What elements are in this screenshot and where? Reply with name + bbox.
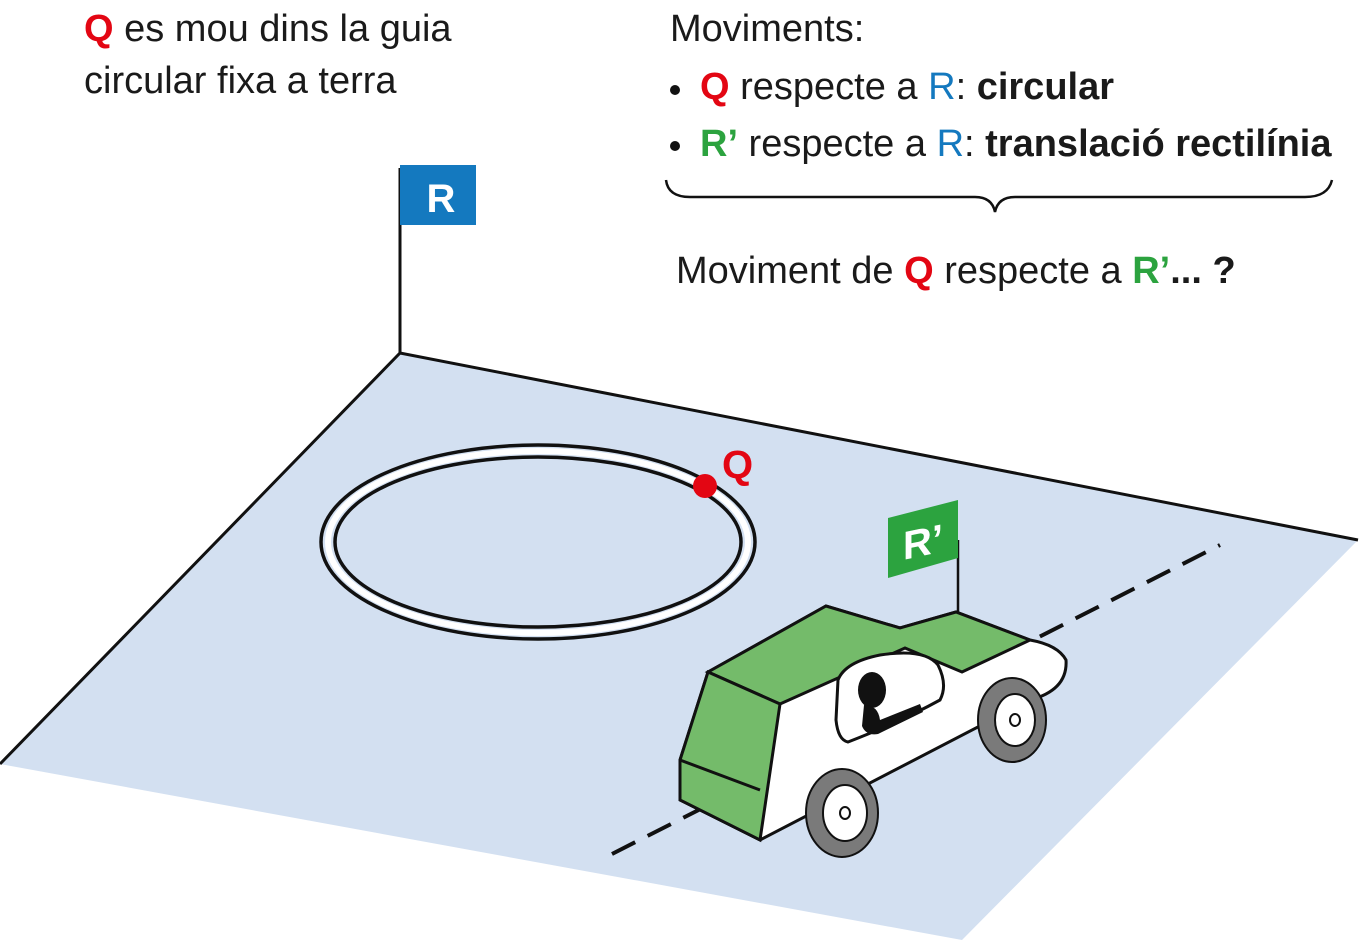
- bullet1-kind: circular: [976, 66, 1115, 108]
- rprime-flag: [888, 500, 958, 578]
- point-q: [693, 474, 717, 498]
- intro-line-2: circular fixa a terra: [84, 60, 397, 102]
- bullet2-rprime: R’: [700, 123, 738, 165]
- circular-guide: [319, 443, 757, 641]
- question: Moviment de Q respecte a R’... ?: [676, 248, 1236, 294]
- bullet-dot-1: [670, 85, 680, 95]
- ground-plane: [0, 353, 1358, 940]
- intro-line-1-text: es mou dins la guia: [113, 8, 452, 50]
- question-rprime: R’: [1132, 250, 1171, 292]
- question-post: ... ?: [1170, 250, 1236, 292]
- car-roof: [704, 604, 1034, 706]
- question-pre: Moviment de: [676, 250, 905, 292]
- moves-bullet-1: Q respecte a R: circular: [700, 64, 1114, 110]
- intro-line-1: Q es mou dins la guia: [84, 6, 452, 52]
- rprime-flag-label: R’: [903, 515, 943, 569]
- bullet1-mid: respecte a: [729, 66, 929, 108]
- point-q-label: Q: [722, 443, 753, 487]
- question-q: Q: [904, 250, 934, 292]
- bullet2-r: R: [936, 123, 965, 165]
- question-mid: respecte a: [933, 250, 1133, 292]
- car-rear: [678, 669, 782, 843]
- bullet1-sep: :: [955, 66, 977, 108]
- r-flag: [400, 165, 476, 225]
- moves-bullet-2: R’ respecte a R: translació rectilínia: [700, 121, 1332, 167]
- bullet2-mid: respecte a: [738, 123, 937, 165]
- bullet2-kind: translació rectilínia: [985, 123, 1332, 165]
- driver-head: [858, 672, 886, 708]
- car: [678, 604, 1068, 858]
- bullet1-r: R: [928, 66, 956, 108]
- bullet1-q: Q: [700, 66, 730, 108]
- r-flag-label: R: [427, 177, 456, 221]
- bullet-dot-2: [670, 141, 680, 151]
- brace: [664, 179, 1334, 213]
- intro-q: Q: [84, 8, 114, 50]
- moves-title: Moviments:: [670, 8, 865, 50]
- bullet2-sep: :: [964, 123, 986, 165]
- driver-body: [862, 704, 923, 735]
- circular-guide-inner: [333, 455, 743, 629]
